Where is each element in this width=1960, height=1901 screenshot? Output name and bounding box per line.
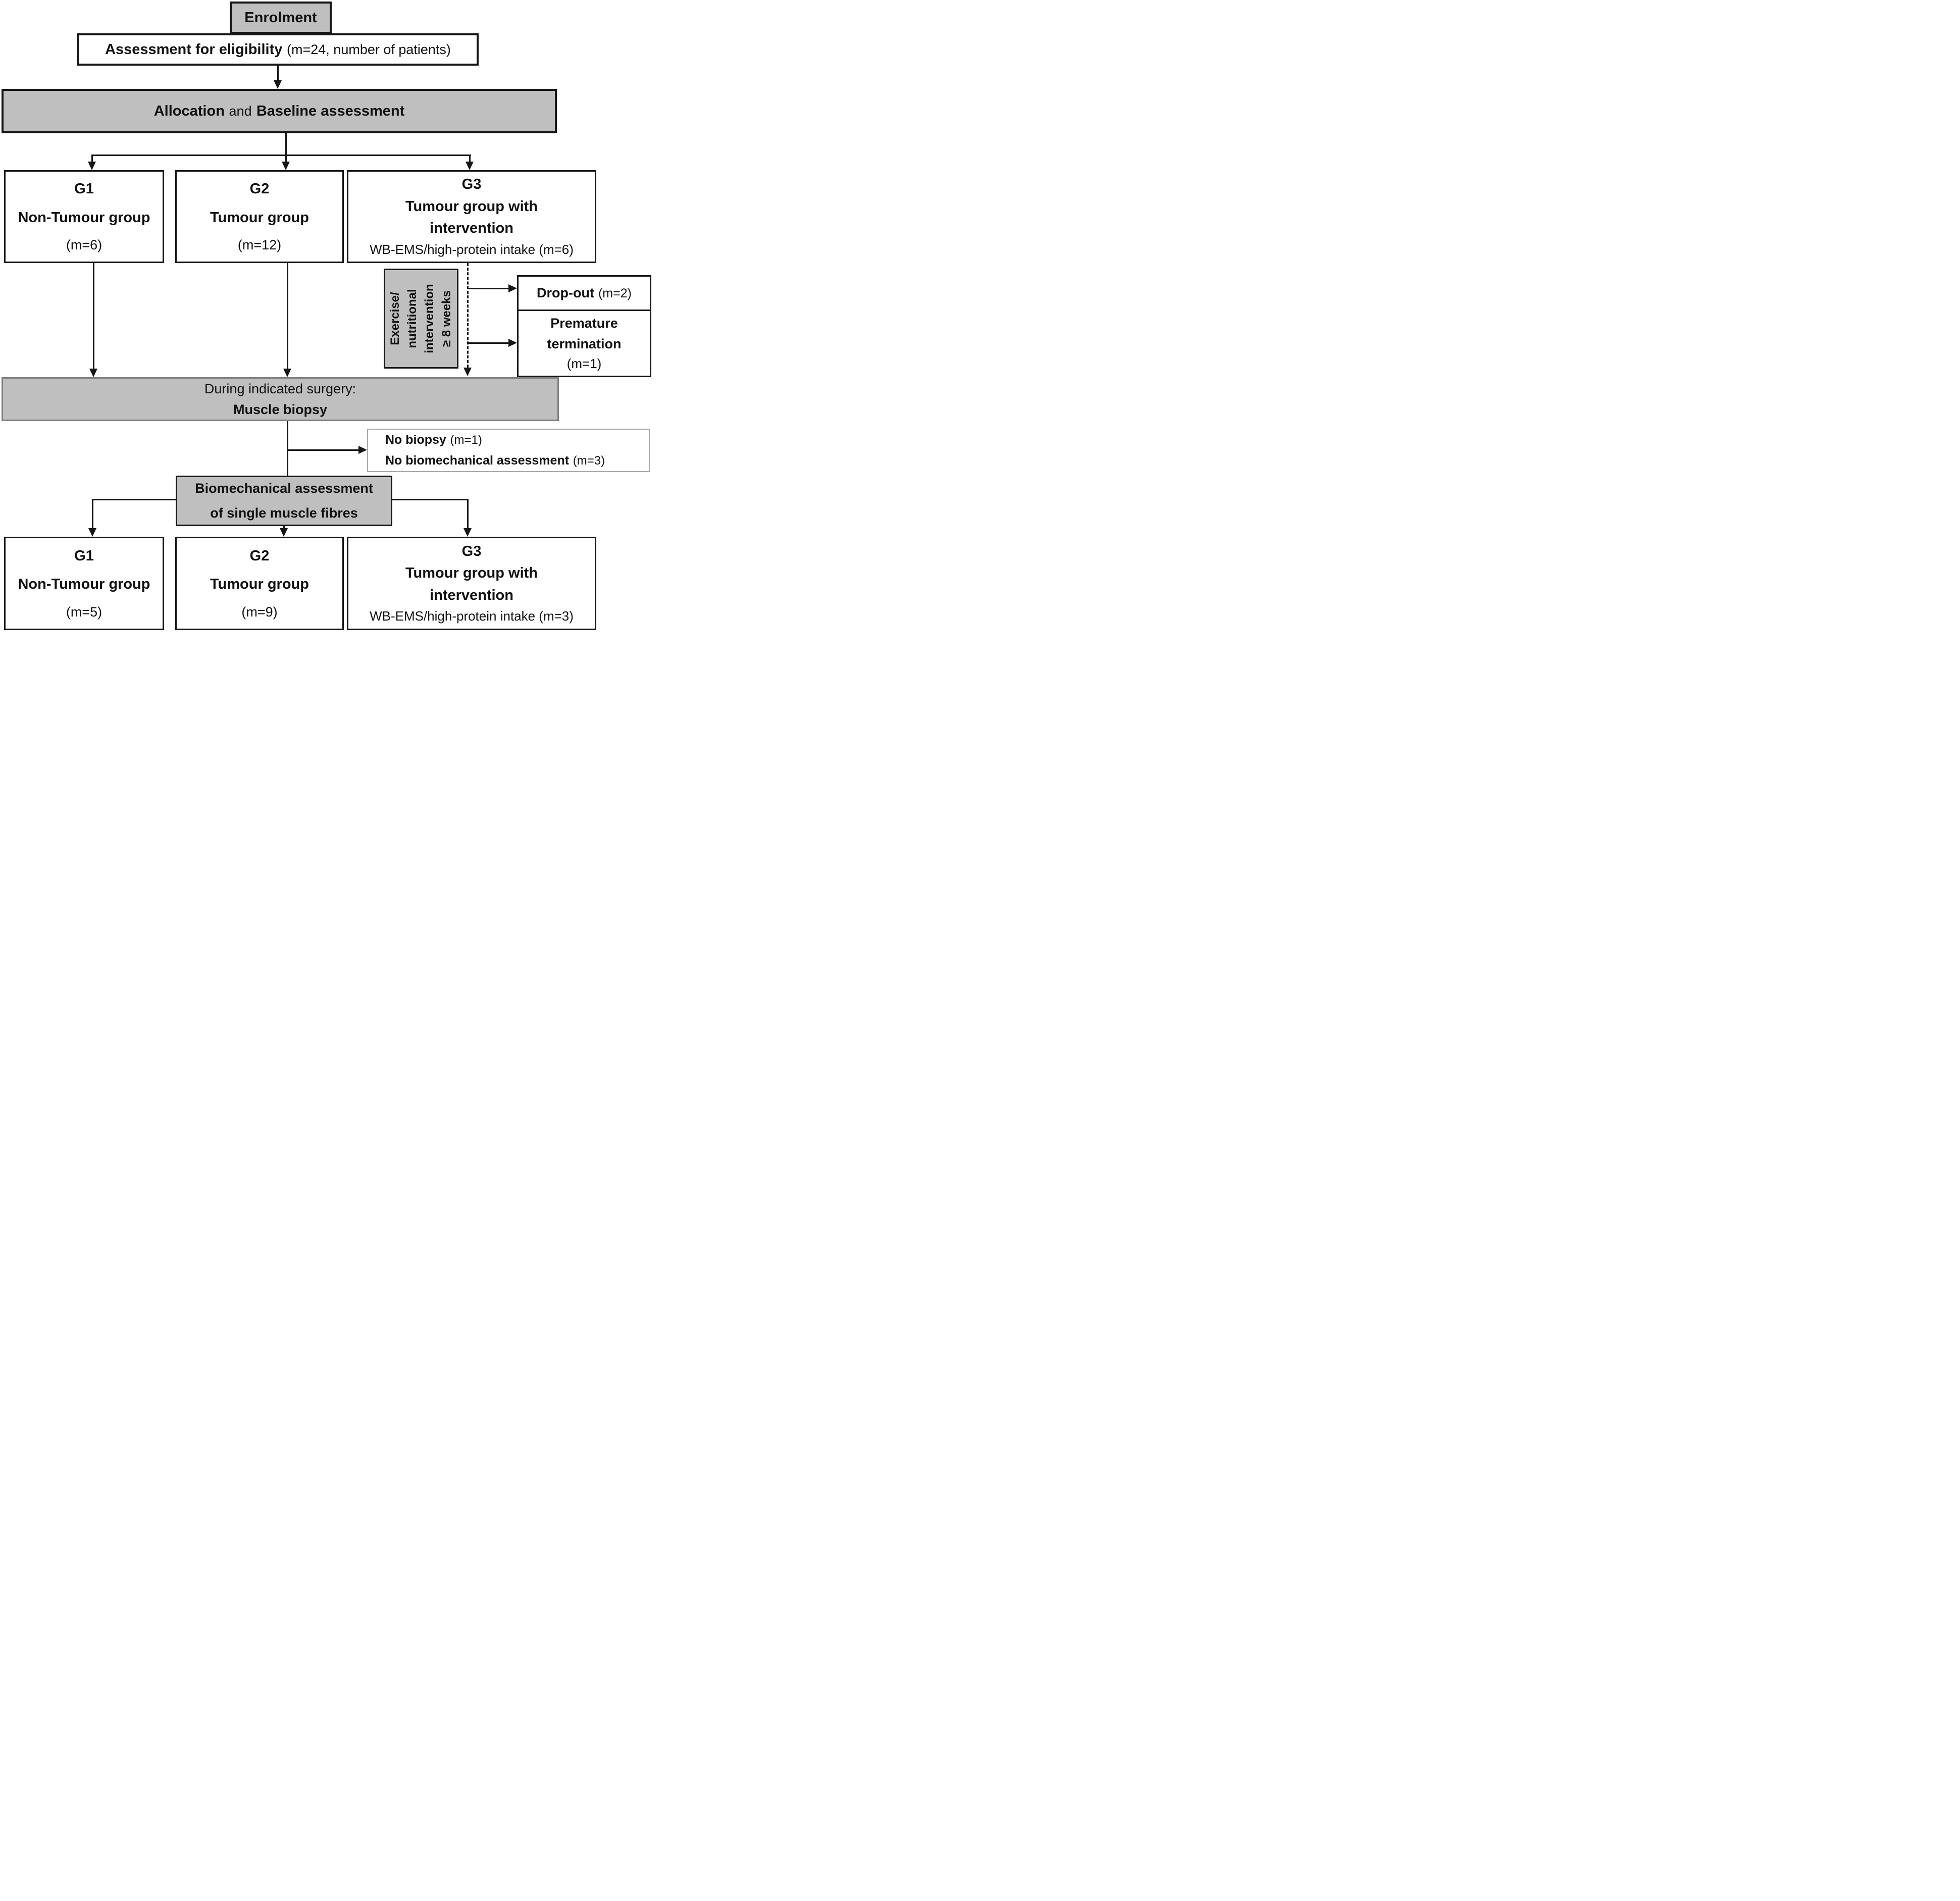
eligibility-label-bold: Assessment for eligibility [105, 41, 283, 58]
g3-top-detail: WB-EMS/high-protein intake (m=6) [370, 241, 574, 257]
arrowhead-into-no-biopsy [358, 446, 367, 454]
connector-eligibility-allocation-line [277, 66, 279, 82]
eligibility-label-rest: (m=24, number of patients) [287, 41, 451, 57]
g1-bottom-id: G1 [74, 547, 94, 564]
arrowhead-g2-into-surgery [283, 369, 291, 377]
branch-horizontal-line [92, 155, 471, 156]
premature-line2: termination [547, 336, 622, 351]
g1-bottom-box: G1 Non-Tumour group (m=5) [4, 537, 164, 630]
arrowhead-dashed-into-surgery [463, 368, 472, 376]
g1-bottom-name: Non-Tumour group [18, 576, 150, 593]
g3-top-name-line2: intervention [430, 220, 513, 237]
branch-stub-g2 [285, 155, 287, 163]
exercise-line4: ≥ 8 weeks [440, 290, 454, 347]
g2-bottom-count: (m=9) [241, 604, 278, 620]
no-biopsy-row2-bold: No biomechanical assessment [385, 453, 570, 468]
arrowhead-into-premature [508, 339, 517, 347]
surgery-line2: Muscle biopsy [233, 401, 328, 417]
dropout-box: Drop-out (m=2) [517, 275, 651, 311]
biomech-center-stub [283, 526, 285, 529]
g2-top-box: G2 Tumour group (m=12) [175, 170, 344, 263]
enrolment-label: Enrolment [244, 9, 317, 26]
g1-top-count: (m=6) [66, 237, 102, 253]
g1-to-surgery-line [93, 263, 94, 369]
flow-diagram: Enrolment Assessment for eligibility(m=2… [0, 0, 653, 634]
g2-top-count: (m=12) [237, 237, 282, 253]
g2-bottom-name: Tumour group [210, 576, 309, 593]
g3-top-id: G3 [461, 176, 482, 193]
arrowhead-into-g3-top [466, 162, 474, 170]
biomech-right-branch-v [467, 499, 469, 528]
arrowhead-into-dropout [508, 284, 517, 292]
arrowhead-into-g1-bottom [88, 528, 96, 537]
g1-top-id: G1 [74, 181, 94, 197]
exercise-line2: nutritional [405, 289, 419, 348]
exercise-intervention-box: Exercise/ nutritional intervention ≥ 8 w… [384, 269, 458, 369]
exercise-line1: Exercise/ [388, 292, 402, 345]
dropout-label: Drop-out (m=2) [537, 285, 632, 301]
biomech-right-branch-h [392, 499, 469, 500]
g1-top-name: Non-Tumour group [18, 209, 150, 226]
no-biopsy-row1-rest: (m=1) [450, 433, 482, 447]
biomech-left-branch-v [92, 499, 93, 528]
g3-top-box: G3 Tumour group with intervention WB-EMS… [347, 170, 596, 263]
enrolment-box: Enrolment [230, 2, 332, 34]
g1-bottom-count: (m=5) [66, 604, 102, 620]
g3-bottom-box: G3 Tumour group with intervention WB-EMS… [347, 537, 596, 630]
g3-bottom-id: G3 [461, 543, 482, 559]
allocation-label-part1: Allocation [153, 102, 225, 119]
arrowhead-into-g2-bottom [280, 528, 288, 537]
g3-bottom-name-line2: intervention [430, 587, 513, 603]
g2-bottom-id: G2 [249, 547, 270, 564]
no-biopsy-row1-bold: No biopsy [385, 433, 446, 447]
arrowhead-into-allocation [274, 80, 282, 89]
dropout-arrow-line [469, 288, 508, 289]
no-biopsy-row1: No biopsy (m=1) [385, 430, 482, 450]
premature-arrow-line [469, 342, 508, 344]
premature-line1: Premature [550, 316, 618, 331]
biomech-line1: Biomechanical assessment [195, 481, 373, 496]
exercise-line3: intervention [423, 284, 436, 353]
g2-top-id: G2 [249, 181, 270, 197]
arrowhead-g1-into-surgery [89, 369, 97, 377]
no-biopsy-box: No biopsy (m=1) No biomechanical assessme… [367, 429, 650, 472]
arrowhead-into-g3-bottom [463, 528, 472, 537]
no-biopsy-row2-rest: (m=3) [573, 454, 605, 468]
arrowhead-into-g2-top [282, 162, 290, 170]
branch-stub-g1 [91, 155, 93, 163]
biomech-line2: of single muscle fibres [210, 505, 358, 521]
eligibility-box: Assessment for eligibility(m=24, number … [77, 33, 479, 66]
g3-bottom-name-line1: Tumour group with [405, 565, 538, 582]
exercise-intervention-label: Exercise/ nutritional intervention ≥ 8 w… [387, 284, 455, 353]
g2-top-name: Tumour group [210, 209, 309, 226]
dropout-label-rest: (m=2) [598, 286, 632, 300]
arrowhead-into-g1-top [88, 162, 96, 170]
biomech-box: Biomechanical assessment of single muscl… [176, 476, 392, 526]
g2-bottom-box: G2 Tumour group (m=9) [175, 537, 344, 630]
surgery-line1: During indicated surgery: [204, 381, 356, 396]
allocation-label-part2: and [229, 103, 252, 119]
branch-stub-g3 [469, 155, 471, 163]
no-biopsy-row2: No biomechanical assessment(m=3) [385, 450, 605, 471]
biomech-left-branch-h [93, 499, 176, 500]
dropout-label-bold: Drop-out [537, 285, 594, 300]
g3-dashed-intervention-line [467, 263, 469, 368]
allocation-label-part3: Baseline assessment [256, 102, 405, 119]
premature-termination-box: Premature termination (m=1) [517, 310, 651, 377]
surgery-box: During indicated surgery: Muscle biopsy [2, 377, 559, 421]
premature-line3: (m=1) [566, 356, 602, 371]
g3-top-name-line1: Tumour group with [405, 198, 538, 215]
no-biopsy-arrow-line [287, 449, 358, 451]
g1-top-box: G1 Non-Tumour group (m=6) [4, 170, 164, 263]
surgery-to-biomech-line [287, 421, 288, 476]
branch-trunk-line [285, 133, 287, 156]
g2-to-surgery-line [287, 263, 288, 369]
g3-bottom-detail: WB-EMS/high-protein intake (m=3) [370, 608, 574, 624]
eligibility-label: Assessment for eligibility(m=24, number … [105, 41, 451, 58]
